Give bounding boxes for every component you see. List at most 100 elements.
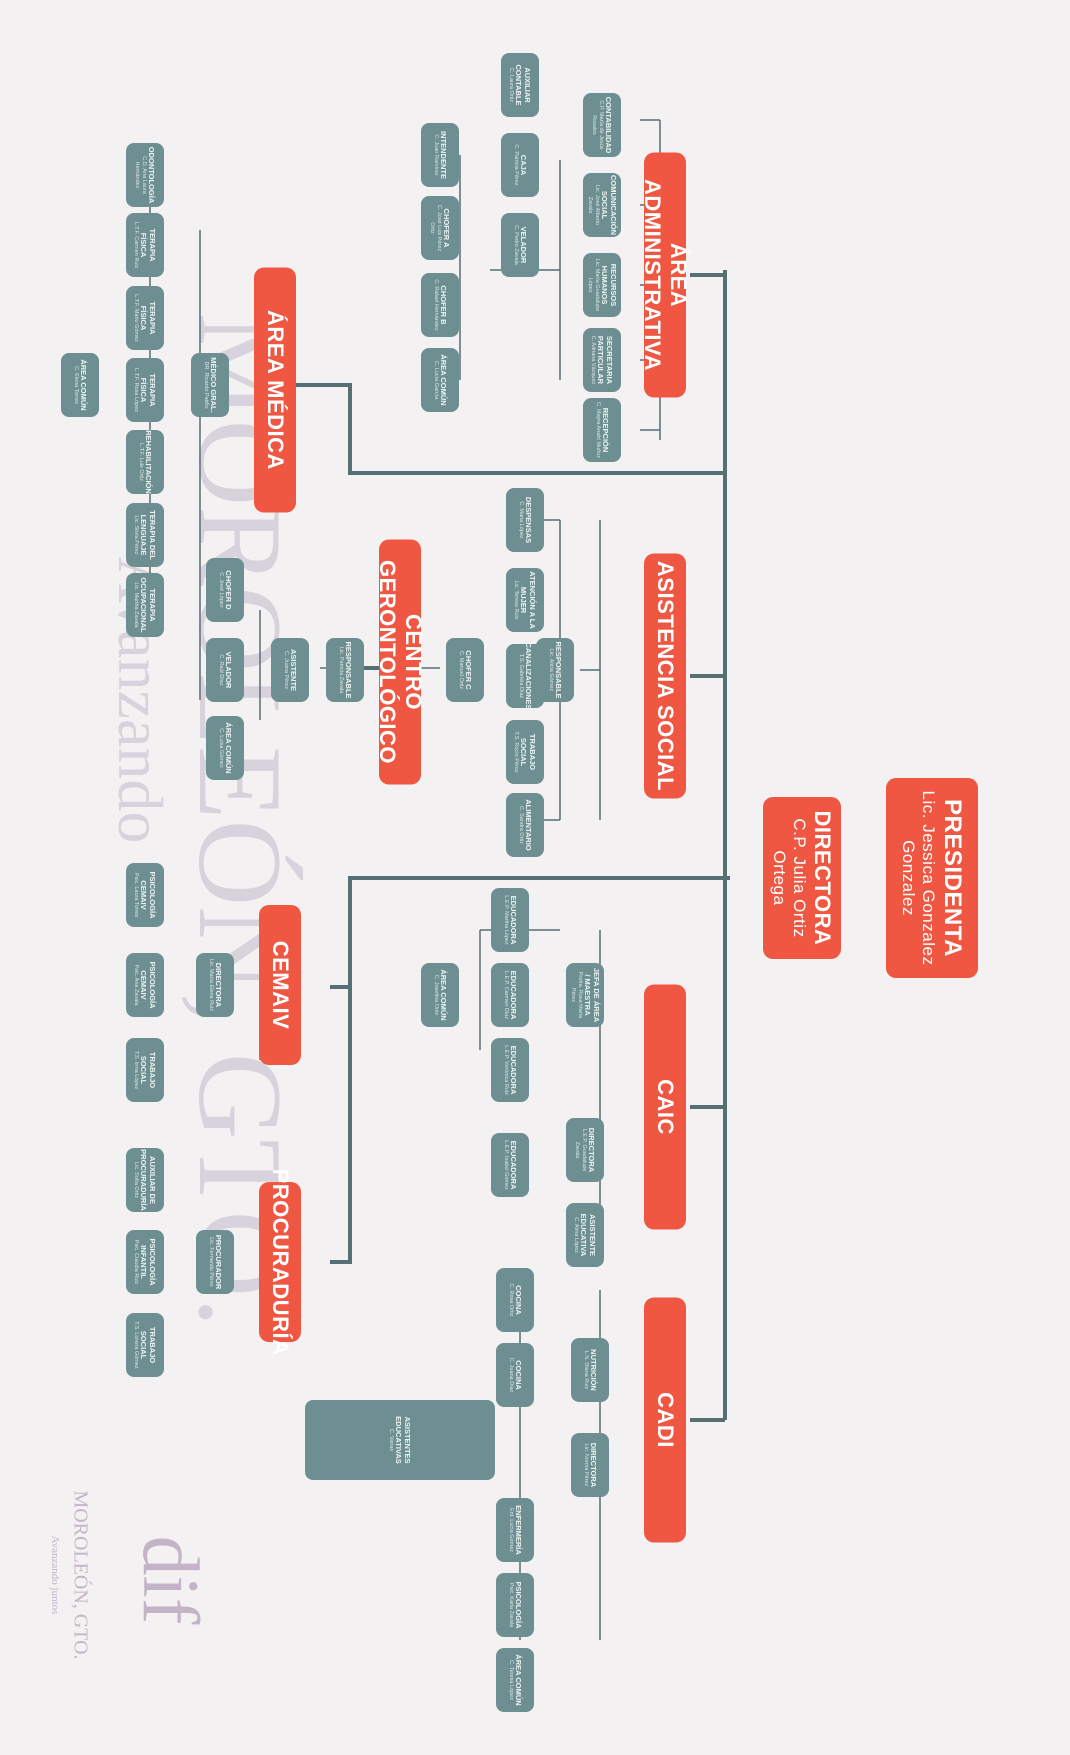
node-name: Lic. Norma Pérez <box>583 1443 589 1487</box>
node-name: C. Rafael Hernández <box>433 279 439 331</box>
node-name: Lic. Patricia Zavala <box>338 646 344 694</box>
node-title: AUXILIAR CONTABLE <box>514 64 533 106</box>
node-name: C. Juan Ramírez <box>433 134 439 176</box>
node-title: TRABAJO SOCIAL <box>139 1326 158 1364</box>
node-name: L.N. Diana Ruiz <box>583 1350 589 1390</box>
asistencia-social-header: ASISTENCIA SOCIAL <box>644 553 686 799</box>
cadi-header: CADI <box>644 1297 686 1543</box>
area-medica-title: ÁREA MÉDICA <box>263 310 288 470</box>
node-title: ALIMENTARIO <box>524 799 533 851</box>
node-name: T.S. Lorena Gómez <box>133 1321 140 1369</box>
node-name: C.P. María de Jesús Rosales <box>591 100 605 150</box>
node-title: COCINA <box>514 1285 523 1315</box>
node-title: EDUCADORA <box>509 895 518 945</box>
node-name: Lic. Alicia Gómez <box>548 648 554 692</box>
node-title: PROCURADOR <box>214 1234 223 1290</box>
node-title: CANALIZACIONES <box>524 642 533 710</box>
node-title: PSICOLOGÍA <box>514 1581 523 1629</box>
node-name: Lic. María Elena Ruiz <box>208 958 214 1012</box>
node-name: L.E.P. Guadalupe Zavala <box>574 1128 588 1172</box>
directora-title: DIRECTORA <box>810 810 835 946</box>
node-title: TERAPIA OCUPACIONAL <box>139 577 158 633</box>
node-title: ÁREA COMÚN <box>79 359 88 411</box>
node-name: C. Patricia Pérez <box>513 144 519 186</box>
node-title: CHOFER B <box>439 285 448 325</box>
node-name: C. Manuel Ortiz <box>458 650 464 690</box>
node-title: ASISTENTE EDUCATIVA <box>579 1213 598 1257</box>
node-title: ENFERMERÍA <box>514 1505 523 1555</box>
cemaiv-header: CEMAIV <box>259 905 301 1065</box>
medica-head: MÉDICO GRAL.DR. Ricardo Patiño <box>191 353 229 417</box>
node-title: DIRECTORA <box>587 1127 597 1173</box>
area-administrativa-title: ÁREA ADMINISTRATIVA <box>640 179 691 371</box>
node-name: Lic. Sofía Ortiz <box>133 1161 140 1199</box>
node-name: C. Rosa Ortiz <box>508 1283 514 1317</box>
area-medica-header: ÁREA MÉDICA <box>254 267 296 513</box>
node-name: C. Raúl Díaz <box>218 654 224 686</box>
node-title: PSICOLOGÍA CEMAIV <box>139 961 158 1009</box>
presidenta-box: PRESIDENTA Lic. Jessica Gonzalez Gonzale… <box>886 778 978 978</box>
node-title: TERAPIA FÍSICA <box>139 301 158 335</box>
node-title: COMUNICACIÓN SOCIAL <box>600 175 618 235</box>
node-name: C. Teresa López <box>508 1660 514 1700</box>
node-title: PSICOLOGÍA CEMAIV <box>139 871 158 919</box>
node-title: JEFA DE ÁREA / MAESTRA <box>583 967 601 1023</box>
node-title: CHOFER C <box>464 650 473 690</box>
node-title: RECURSOS HUMANOS <box>600 263 618 307</box>
node-name: L.E.P. Verónica Ruiz <box>503 1045 509 1095</box>
node-title: VELADOR <box>224 651 233 689</box>
node-title: RESPONSABLE <box>344 641 353 699</box>
node-title: REHABILITACIÓN <box>144 430 153 494</box>
directora-name: C.P. Julia Ortiz Ortega <box>770 818 809 938</box>
node-name: L.T.F. Carmen Ruiz <box>133 221 140 269</box>
node-name: C. Josefina Ortiz <box>433 974 439 1016</box>
node-title: ÁREA COMÚN <box>439 969 448 1021</box>
node-title: TERAPIA FÍSICA <box>139 228 158 262</box>
node-name: C. José López <box>218 572 224 608</box>
node-title: ASISTENTES EDUCATIVAS <box>394 1416 413 1464</box>
centro-gerontologico-title: CENTRO GERONTOLÓGICO <box>375 559 426 765</box>
node-name: Lic. José Alberto Zavala <box>587 184 600 226</box>
presidenta-title: PRESIDENTA <box>939 799 966 957</box>
node-name: L.T.F. Rosa López <box>133 367 140 413</box>
node-name: C. Lucía García <box>433 360 439 400</box>
logo-city: MOROLEÓN, GTO. <box>69 1490 92 1660</box>
node-name: Psic. Karla Zavala <box>508 1582 514 1628</box>
node-name: C. Juana Pérez <box>283 651 289 689</box>
node-title: TERAPIA DEL LENGUAJE <box>139 510 158 560</box>
caic-title: CAIC <box>653 1079 678 1135</box>
dif-logo: dif <box>126 1470 214 1690</box>
asistencia-social-title: ASISTENCIA SOCIAL <box>653 560 678 792</box>
